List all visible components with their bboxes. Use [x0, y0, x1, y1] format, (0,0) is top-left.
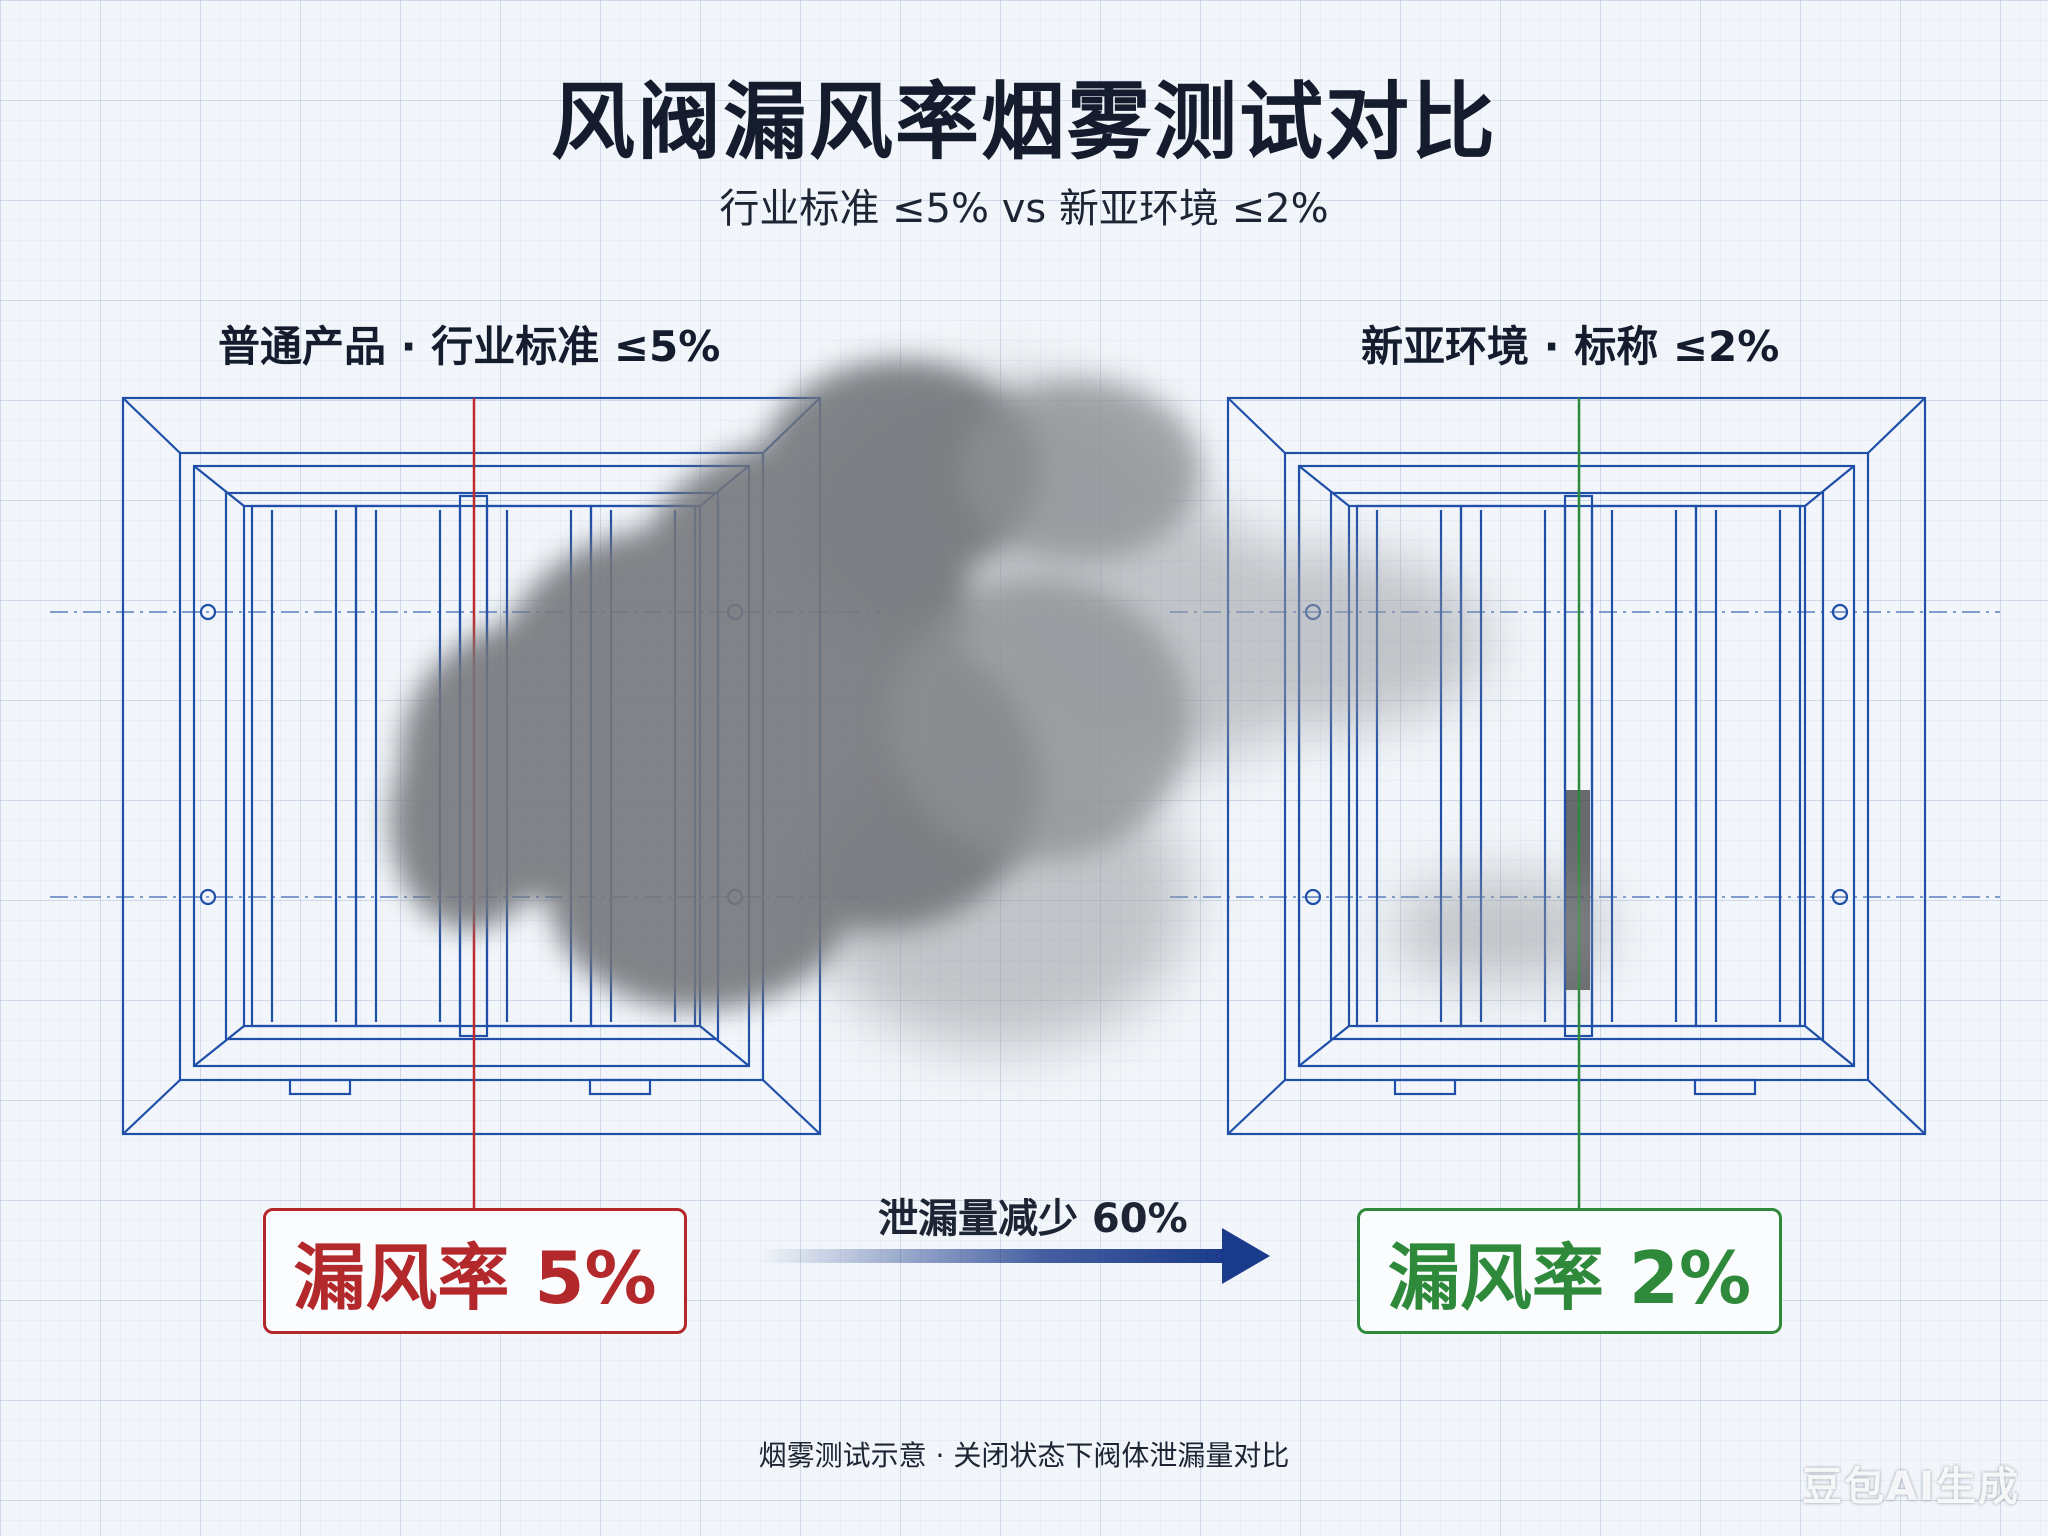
reduction-label: 泄漏量减少 60%: [878, 1196, 1188, 1242]
reduction-arrow: [760, 1228, 1270, 1284]
left-rate-box: 漏风率 5%: [263, 1208, 687, 1334]
right-panel-label: 新亚环境 · 标称 ≤2%: [1361, 322, 1780, 371]
watermark: 豆包AI生成: [1802, 1464, 2020, 1510]
main-title: 风阀漏风率烟雾测试对比: [550, 73, 1497, 171]
subtitle: 行业标准 ≤5% vs 新亚环境 ≤2%: [719, 186, 1329, 232]
right-rate-box: 漏风率 2%: [1357, 1208, 1782, 1334]
right-rate-text: 漏风率 2%: [1387, 1235, 1752, 1320]
footer-caption: 烟雾测试示意 · 关闭状态下阀体泄漏量对比: [758, 1439, 1290, 1472]
left-rate-text: 漏风率 5%: [293, 1235, 657, 1320]
left-panel-label: 普通产品 · 行业标准 ≤5%: [218, 322, 721, 371]
right-damper-drawing: [1226, 396, 1927, 1136]
smoke-cloud: [390, 360, 1610, 1050]
